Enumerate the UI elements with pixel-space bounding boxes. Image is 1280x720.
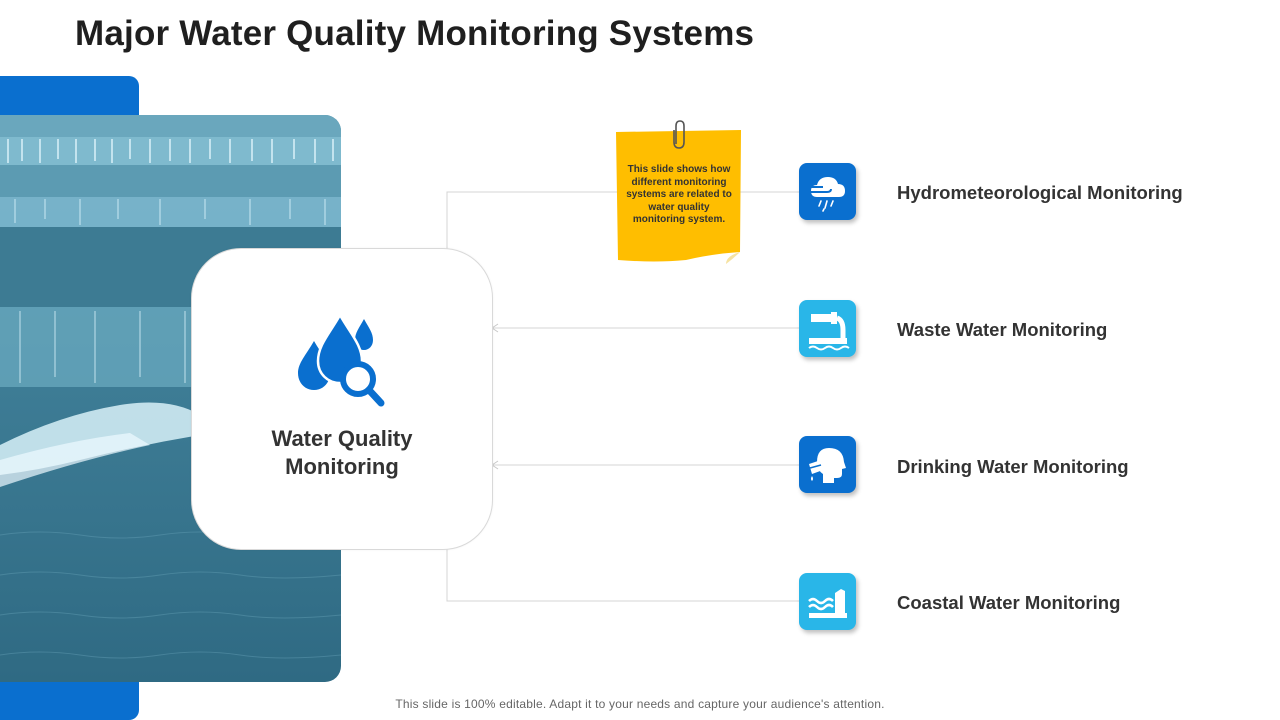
item-label-waste-water: Waste Water Monitoring [897,319,1108,340]
cloud-wind-rain-icon [807,177,845,212]
coastal-waves-icon [808,589,847,618]
item-label-drinking-water: Drinking Water Monitoring [897,456,1129,477]
page-title: Major Water Quality Monitoring Systems [75,14,755,53]
waste-water-icon-box [799,300,856,357]
drinking-water-icon-box [799,436,856,493]
center-node: Water Quality Monitoring [191,248,493,550]
pipe-outflow-icon [808,312,850,351]
item-label-coastal-water: Coastal Water Monitoring [897,592,1121,613]
item-label-hydrometeorological: Hydrometeorological Monitoring [897,182,1183,203]
hydrometeorological-icon-box [799,163,856,220]
center-label-line2: Monitoring [285,454,399,479]
footer-note: This slide is 100% editable. Adapt it to… [395,697,885,711]
sticky-note [616,120,741,264]
center-label: Water Quality Monitoring [192,425,492,481]
head-drinking-water-icon [809,448,846,483]
paperclip-icon [673,120,685,149]
coastal-water-icon-box [799,573,856,630]
water-drops-magnifier-icon [296,312,388,412]
note-text: This slide shows how different monitorin… [626,164,732,226]
center-label-line1: Water Quality [271,426,413,451]
